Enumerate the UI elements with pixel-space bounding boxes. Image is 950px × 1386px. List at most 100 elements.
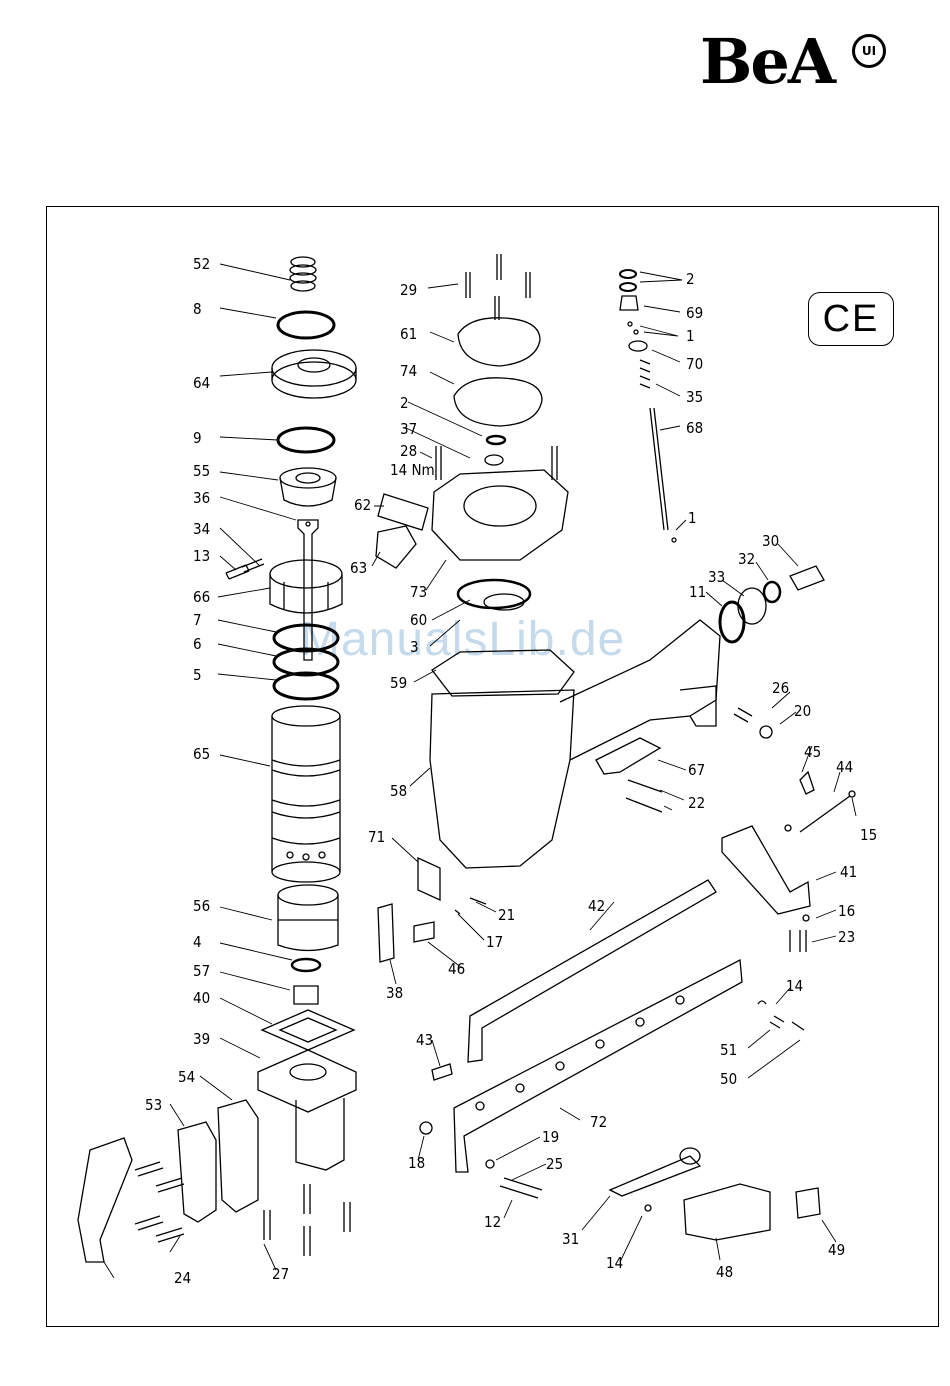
callout: 56 xyxy=(193,897,210,915)
callout: 26 xyxy=(772,679,789,697)
callout: 13 xyxy=(193,547,210,565)
callout: 32 xyxy=(738,550,755,568)
screw-21-17 xyxy=(455,898,486,914)
o-ring-2 xyxy=(487,436,505,444)
callout: 73 xyxy=(410,583,427,601)
plate-53 xyxy=(178,1122,216,1222)
nose-39 xyxy=(258,1050,356,1170)
callout: 20 xyxy=(794,702,811,720)
callout: 71 xyxy=(368,828,385,846)
callout: 3 xyxy=(410,638,419,656)
callout: 41 xyxy=(840,863,857,881)
callout: 23 xyxy=(838,928,855,946)
sleeve-57 xyxy=(294,986,318,1004)
callout: 21 xyxy=(498,906,515,924)
callout: 42 xyxy=(588,897,605,915)
callout: 30 xyxy=(762,532,779,550)
gasket-59 xyxy=(432,650,574,696)
screw-23 xyxy=(790,930,806,952)
screw-50 xyxy=(792,1022,804,1030)
cover-61 xyxy=(458,318,540,366)
callout: 25 xyxy=(546,1155,563,1173)
callout: 24 xyxy=(174,1269,191,1287)
callout: 61 xyxy=(400,325,417,343)
o-ring-7 xyxy=(274,625,338,651)
spring-35 xyxy=(640,360,650,388)
adaptor-33 xyxy=(738,588,766,624)
callout: 17 xyxy=(486,933,503,951)
callout: 40 xyxy=(193,989,210,1007)
callout: 50 xyxy=(720,1070,737,1088)
bracket-41 xyxy=(722,826,810,914)
callout: 57 xyxy=(193,962,210,980)
pin-34 xyxy=(242,559,264,572)
callout: 27 xyxy=(272,1265,289,1283)
callout: 70 xyxy=(686,355,703,373)
knob-45 xyxy=(800,772,814,794)
callout: 69 xyxy=(686,304,703,322)
part-71 xyxy=(418,858,440,900)
callout: 59 xyxy=(390,674,407,692)
spring-31 xyxy=(610,1156,700,1196)
spring-52 xyxy=(290,257,316,291)
washer-19 xyxy=(486,1160,494,1168)
valve-stem-68 xyxy=(650,408,668,530)
callout: 44 xyxy=(836,758,853,776)
piston-64 xyxy=(272,350,356,398)
part-drawings xyxy=(78,254,856,1278)
seal-37 xyxy=(485,455,503,465)
callout: 2 xyxy=(400,394,409,412)
pins-22 xyxy=(626,780,662,812)
part-38 xyxy=(378,904,394,962)
piston-head-55 xyxy=(280,468,336,506)
cylinder-65 xyxy=(272,706,340,882)
callout: 43 xyxy=(416,1031,433,1049)
o-ring-4 xyxy=(292,959,320,971)
callout: 65 xyxy=(193,745,210,763)
o-ring-9 xyxy=(278,428,334,452)
callout: 11 xyxy=(689,583,706,601)
rod-44 xyxy=(800,796,850,832)
o-ring-6 xyxy=(274,649,338,675)
screw-26 xyxy=(734,708,752,722)
spring-51 xyxy=(770,1016,784,1028)
trigger-67 xyxy=(596,738,660,774)
head-73 xyxy=(432,470,568,560)
plate-54 xyxy=(218,1100,258,1212)
body-58 xyxy=(430,620,720,868)
valve-69 xyxy=(620,296,638,310)
part-46 xyxy=(414,922,434,942)
bumper-66 xyxy=(270,560,342,613)
callout: 55 xyxy=(193,462,210,480)
bracket-24 xyxy=(78,1138,132,1262)
callout: 34 xyxy=(193,520,210,538)
filter-62 xyxy=(378,494,428,530)
callout: 2 xyxy=(686,270,695,288)
gasket-60 xyxy=(458,580,530,608)
callout: 37 xyxy=(400,420,417,438)
callout: 58 xyxy=(390,782,407,800)
washer-15 xyxy=(849,791,855,797)
callout: 14 Nm xyxy=(390,461,435,479)
callout: 48 xyxy=(716,1263,733,1281)
callout: 49 xyxy=(828,1241,845,1259)
clip-14b xyxy=(758,1001,766,1004)
callout: 29 xyxy=(400,281,417,299)
callout: 62 xyxy=(354,496,371,514)
callout: 36 xyxy=(193,489,210,507)
latch-48 xyxy=(684,1184,770,1240)
callout: 63 xyxy=(350,559,367,577)
callout: 12 xyxy=(484,1213,501,1231)
callout: 68 xyxy=(686,419,703,437)
callout: 7 xyxy=(193,611,202,629)
valve-70 xyxy=(629,341,647,351)
callout: 66 xyxy=(193,588,210,606)
callout: 33 xyxy=(708,568,725,586)
o-ring-5 xyxy=(274,673,338,699)
nut-18 xyxy=(420,1122,432,1134)
callout: 67 xyxy=(688,761,705,779)
callout: 35 xyxy=(686,388,703,406)
callout: 46 xyxy=(448,960,465,978)
screws-25-12 xyxy=(500,1178,542,1198)
